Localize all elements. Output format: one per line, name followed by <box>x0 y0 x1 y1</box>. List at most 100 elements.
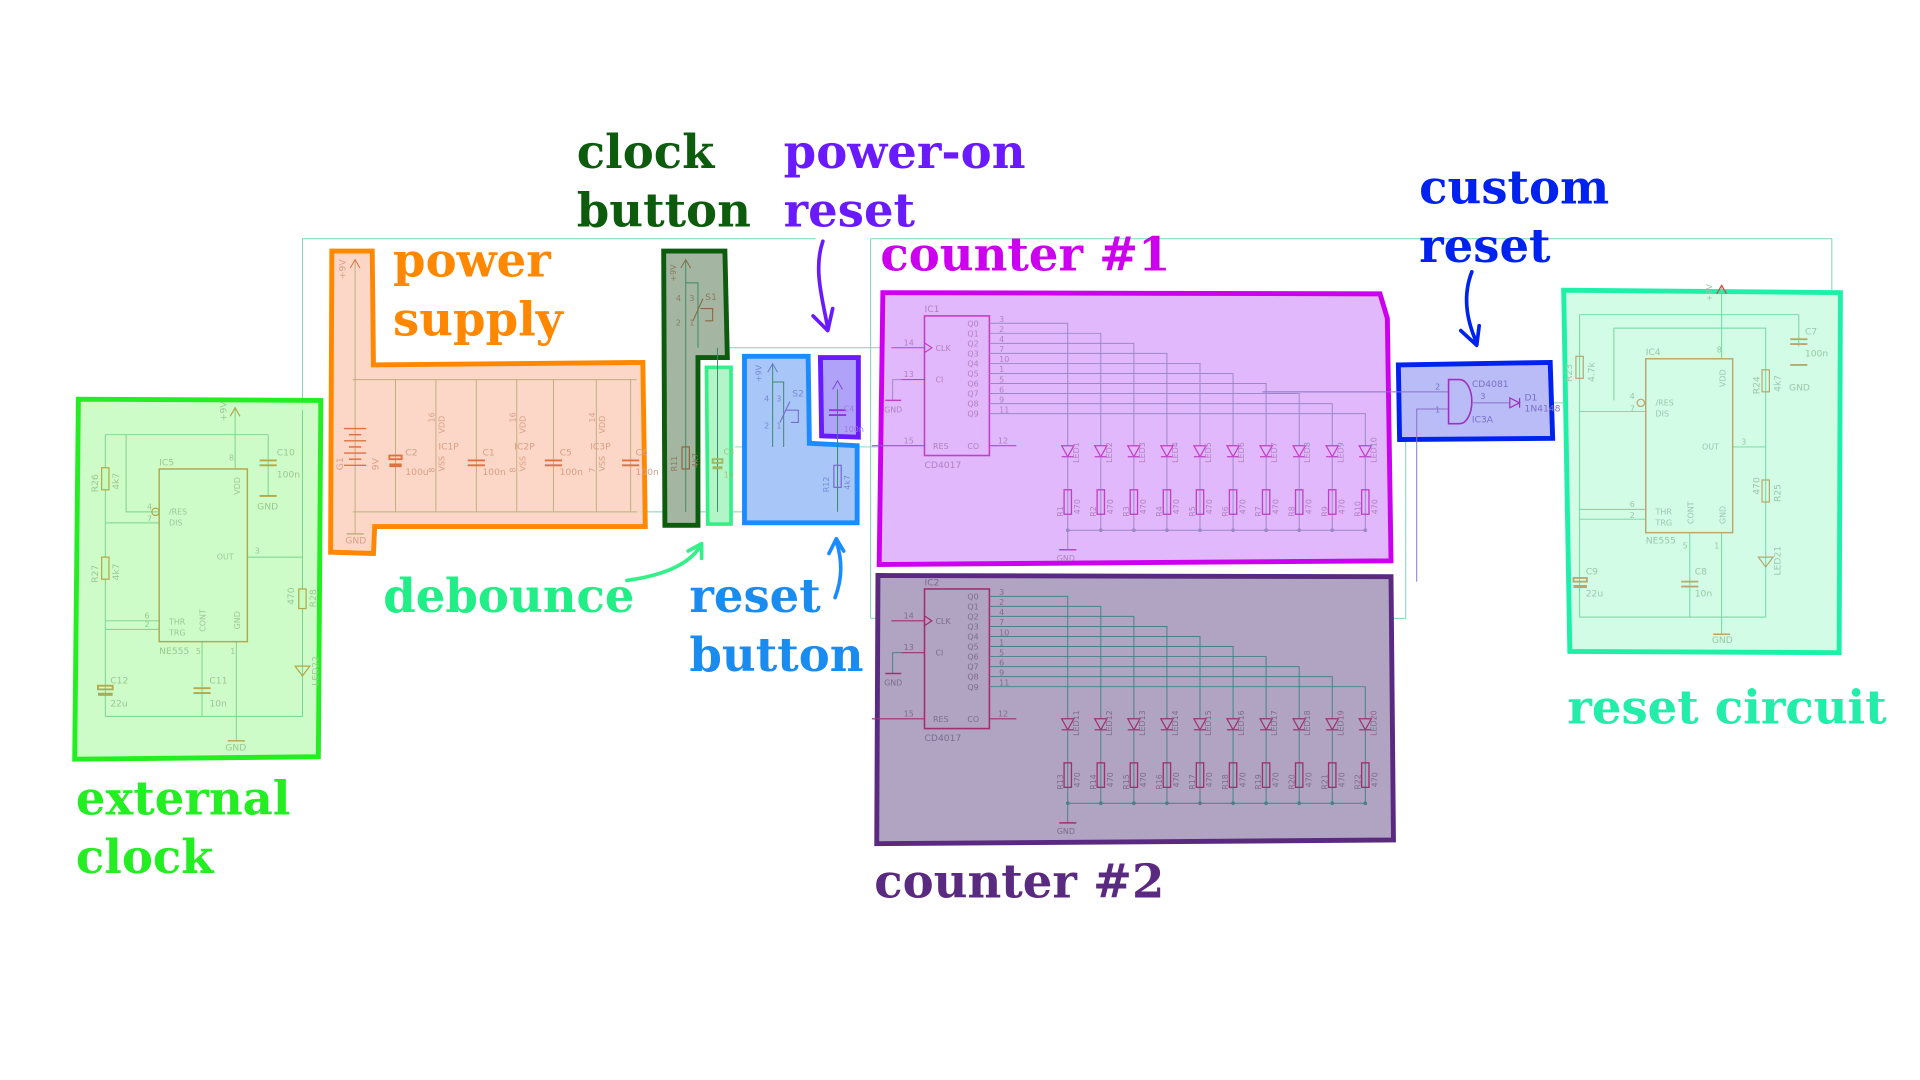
output-pin-number: 2 <box>999 325 1004 334</box>
resistor-label: R9 <box>1320 506 1329 517</box>
led-label: LED8 <box>1303 442 1312 463</box>
ic4-pin-number: 4 <box>1630 392 1635 401</box>
output-pin-number: 9 <box>999 395 1004 404</box>
ic5-gnd-pin: GND <box>233 611 242 629</box>
c9-capacitor <box>1572 577 1588 589</box>
resistor-value: 470 <box>1073 499 1082 514</box>
s1-supply: +9V <box>669 264 678 282</box>
led-icon <box>1192 718 1208 732</box>
output-label: Q4 <box>967 633 978 642</box>
output-pin-number: 10 <box>999 628 1009 637</box>
resistor-value: 470 <box>1271 772 1280 787</box>
ic4-res-pin: /RES <box>1656 398 1674 407</box>
led-label: LED9 <box>1336 442 1345 463</box>
res-pin-label: RES <box>933 442 949 451</box>
resistor-value: 470 <box>1106 499 1115 514</box>
resistor-icon <box>1228 489 1238 515</box>
ic4-cont-pin: CONT <box>1686 501 1695 524</box>
ic4-vdd-pin: VDD <box>1718 369 1727 387</box>
c6-value: 100n <box>636 467 660 478</box>
resistor-label: R17 <box>1188 774 1197 790</box>
resistor-icon <box>1360 489 1370 515</box>
power-supply-capacitors <box>388 454 640 468</box>
button-schematics <box>680 258 843 512</box>
c7-value: 100n <box>1805 348 1829 359</box>
clk-pin-label: CLK <box>936 617 952 626</box>
custom-reset-schematic: CD4081 IC3A D1 1N4148 2 1 3 <box>1262 378 1561 582</box>
clk-pin-number: 14 <box>904 338 914 347</box>
r27-value: 4k7 <box>111 563 122 580</box>
resistor-icon <box>1096 489 1106 515</box>
reset-button-arrow <box>827 536 846 600</box>
r25-value: 470 <box>1752 477 1763 495</box>
resistor-icon <box>1294 762 1304 789</box>
region-counter-2 <box>874 573 1396 847</box>
counter-part-label: CD4017 <box>924 460 961 471</box>
r26-label: R26 <box>90 474 101 492</box>
s2-pin: 1 <box>776 422 781 431</box>
led-label: LED19 <box>1336 710 1345 736</box>
resistor-value: 470 <box>1139 772 1148 787</box>
output-wire <box>989 413 1366 446</box>
ic5-pin-number: 8 <box>229 453 234 462</box>
r11-value: 4k7 <box>691 453 700 468</box>
ci-pin-label: CI <box>936 649 944 658</box>
label-reset-button-1: reset <box>689 568 821 623</box>
r24-resistor <box>1761 369 1770 393</box>
counter-ic-label: IC2 <box>924 577 939 588</box>
output-label: Q8 <box>967 673 978 682</box>
co-pin-number: 12 <box>998 709 1008 718</box>
region-power-on-reset <box>817 355 861 440</box>
led-label: LED18 <box>1303 710 1312 736</box>
resistor-label: R21 <box>1320 774 1329 790</box>
output-wire <box>989 322 1069 446</box>
led-icon <box>1060 445 1075 458</box>
c7-capacitor <box>1790 338 1808 366</box>
label-power-on-reset-2: reset <box>784 183 916 238</box>
output-wire <box>989 383 1267 446</box>
ic1p-vss: VSS <box>437 456 446 472</box>
switch-s2-icon <box>779 401 799 423</box>
output-label: Q5 <box>967 370 978 379</box>
resistor-label: R7 <box>1254 506 1263 517</box>
ic2p-label: IC2P <box>514 441 535 452</box>
ic4-gnd: GND <box>1712 635 1733 646</box>
ic5-cont-pin: CONT <box>199 609 208 632</box>
ci-gnd-wire <box>892 379 902 401</box>
led-icon <box>1126 445 1142 458</box>
gnd-label: GND <box>1057 554 1075 563</box>
ic3p-vdd: VDD <box>598 416 607 434</box>
s1-pin: 3 <box>689 294 694 303</box>
led22-label: LED22 <box>310 656 321 686</box>
c10-value: 100n <box>277 470 301 481</box>
reset-circuit-schematic <box>1579 286 1800 635</box>
led-icon <box>1358 718 1373 732</box>
ic1p-vss-pin: 8 <box>428 468 437 473</box>
co-pin-label: CO <box>967 715 979 724</box>
output-pin-number: 3 <box>999 588 1004 597</box>
ci-gnd-label: GND <box>884 406 902 415</box>
led-icon <box>1258 718 1274 732</box>
led-icon <box>1292 718 1307 732</box>
output-pin-number: 7 <box>999 618 1004 627</box>
c8-value: 10n <box>1695 588 1713 599</box>
c1-value: 100n <box>482 467 506 478</box>
co-pin-label: CO <box>967 442 979 451</box>
resistor-icon <box>1162 489 1172 515</box>
resistor-label: R4 <box>1155 506 1164 517</box>
ic4-thr-pin: THR <box>1655 507 1673 516</box>
r24-value: 4k7 <box>1772 375 1783 392</box>
led-icon <box>1225 718 1241 732</box>
s2-supply: +9V <box>755 364 764 382</box>
ic5-vdd-pin: VDD <box>233 477 242 495</box>
counter-chip <box>923 315 991 457</box>
ic4-pin-number: 3 <box>1741 437 1746 446</box>
led-icon <box>1358 445 1373 458</box>
label-reset-circuit: reset circuit <box>1567 680 1887 735</box>
s2-pin: 4 <box>764 395 769 404</box>
output-pin-number: 5 <box>999 648 1004 657</box>
led-label: LED2 <box>1105 442 1114 463</box>
output-wire <box>989 635 1201 719</box>
gate-pin: 1 <box>1435 406 1440 415</box>
